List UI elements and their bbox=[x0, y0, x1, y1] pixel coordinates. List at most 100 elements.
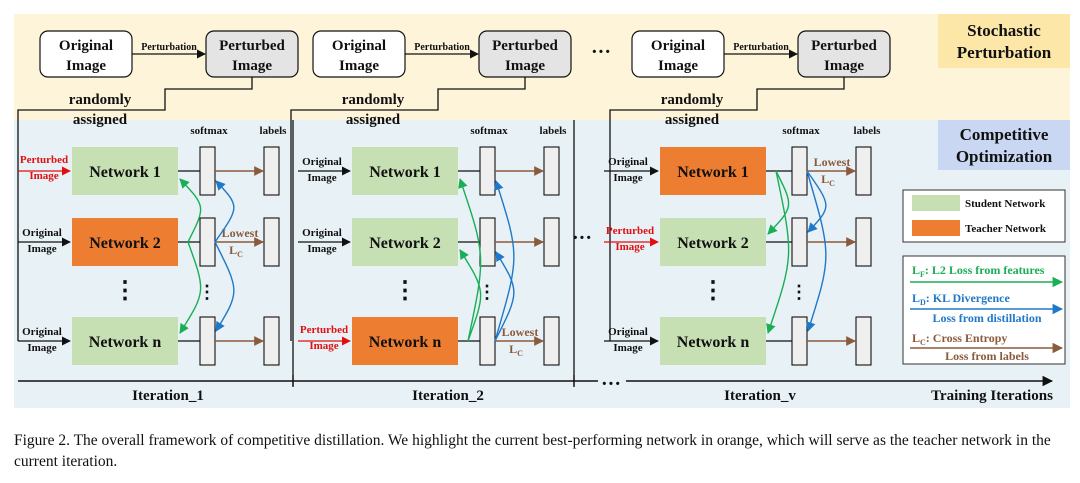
network-ellipsis: ⋮ bbox=[113, 278, 137, 304]
lowest-loss-symbol: LC bbox=[821, 172, 835, 188]
softmax-ellipsis: ⋮ bbox=[790, 282, 808, 302]
perturbation-arrow-label: Perturbation bbox=[414, 42, 470, 53]
legend-teacher-label: Teacher Network bbox=[965, 223, 1047, 235]
iteration-panel-2: OriginalImagePerturbedImagePerturbationr… bbox=[290, 30, 572, 366]
lowest-loss-label: Lowest bbox=[814, 155, 851, 169]
perturbed-image-label: Perturbed bbox=[492, 38, 558, 54]
distillation-loss-arrow bbox=[494, 180, 515, 342]
original-input-label-2: Image bbox=[307, 172, 336, 184]
assign-connector bbox=[290, 77, 526, 341]
network-label: Network 1 bbox=[677, 164, 749, 181]
legend-ld: LD: KL Divergence bbox=[912, 291, 1010, 307]
original-input-label-2: Image bbox=[307, 243, 336, 255]
original-image-label: Original bbox=[332, 38, 386, 54]
label-target bbox=[543, 146, 560, 196]
feature-loss-arrow bbox=[766, 170, 790, 334]
softmax-ellipsis: ⋮ bbox=[198, 282, 216, 302]
network-label: Network 1 bbox=[89, 164, 161, 181]
perturbation-arrow-label: Perturbation bbox=[141, 42, 197, 53]
softmax-output bbox=[199, 316, 216, 366]
perturbation-arrow-label: Perturbation bbox=[733, 42, 789, 53]
legend-ld-sub: Loss from distillation bbox=[932, 311, 1041, 325]
perturbed-image-label-2: Image bbox=[505, 58, 545, 74]
competitive-section-label-bg bbox=[938, 120, 1070, 170]
network-label: Network n bbox=[89, 334, 162, 351]
competitive-section-label: Competitive bbox=[960, 125, 1049, 144]
feature-loss-arrow bbox=[459, 249, 482, 342]
legend-lf: LF: L2 Loss from features bbox=[912, 263, 1045, 279]
assigned-label: assigned bbox=[346, 112, 401, 128]
label-target bbox=[543, 316, 560, 366]
perturbed-image-label: Perturbed bbox=[219, 38, 285, 54]
softmax-output bbox=[791, 146, 808, 196]
softmax-header: softmax bbox=[782, 125, 820, 137]
randomly-label: randomly bbox=[661, 92, 724, 108]
network-label: Network n bbox=[369, 334, 442, 351]
perturbed-input-label: Perturbed bbox=[606, 225, 654, 237]
original-input-label-2: Image bbox=[27, 243, 56, 255]
original-image-label-2: Image bbox=[66, 58, 106, 74]
iteration-panels: OriginalImagePerturbedImagePerturbationr… bbox=[17, 30, 891, 366]
feature-loss-arrow bbox=[767, 170, 790, 235]
randomly-label: randomly bbox=[342, 92, 405, 108]
teacher-network-box bbox=[72, 218, 178, 266]
legend-losses: LF: L2 Loss from features LD: KL Diverge… bbox=[902, 255, 1066, 365]
network-ellipsis: ⋮ bbox=[701, 278, 725, 304]
iteration-panel-1: OriginalImagePerturbedImagePerturbationr… bbox=[17, 30, 299, 366]
feature-loss-arrow bbox=[179, 178, 202, 243]
lowest-loss-label: Lowest bbox=[222, 226, 259, 240]
student-network-box bbox=[352, 218, 458, 266]
lowest-loss-label: Lowest bbox=[502, 325, 539, 339]
distillation-loss-arrow bbox=[494, 251, 515, 342]
perturbation-section-label-bg bbox=[938, 14, 1070, 68]
top-ellipsis: ··· bbox=[591, 41, 611, 63]
original-image-label-2: Image bbox=[339, 58, 379, 74]
original-input-label-2: Image bbox=[613, 342, 642, 354]
perturbed-image-label: Perturbed bbox=[811, 38, 877, 54]
framework-diagram: Stochastic Perturbation Competitive Opti… bbox=[14, 14, 1070, 408]
original-input-label: Original bbox=[608, 326, 648, 338]
perturbed-input-label-2: Image bbox=[309, 340, 338, 352]
perturbed-input-label-2: Image bbox=[615, 241, 644, 253]
lowest-loss-symbol: LC bbox=[509, 342, 523, 358]
label-target bbox=[855, 316, 872, 366]
network-label: Network 1 bbox=[369, 164, 441, 181]
training-iterations-label: Training Iterations bbox=[931, 388, 1053, 404]
original-image-label: Original bbox=[651, 38, 705, 54]
softmax-output bbox=[479, 146, 496, 196]
original-input-label-2: Image bbox=[27, 342, 56, 354]
legend-lc: LC: Cross Entropy bbox=[912, 331, 1007, 347]
teacher-network-box bbox=[660, 147, 766, 195]
softmax-output bbox=[791, 316, 808, 366]
labels-header: labels bbox=[854, 125, 882, 137]
softmax-output bbox=[199, 217, 216, 267]
network-label: Network 2 bbox=[677, 235, 749, 252]
network-label: Network 2 bbox=[89, 235, 161, 252]
teacher-network-box bbox=[352, 317, 458, 365]
distillation-loss-arrow bbox=[806, 170, 827, 332]
label-target bbox=[855, 146, 872, 196]
labels-header: labels bbox=[260, 125, 288, 137]
distillation-loss-arrow bbox=[214, 241, 235, 332]
original-input-label: Original bbox=[302, 227, 342, 239]
student-network-box bbox=[352, 147, 458, 195]
perturbation-section-label: Stochastic bbox=[967, 21, 1041, 40]
axis-ellipsis: ··· bbox=[601, 373, 621, 395]
label-target bbox=[263, 146, 280, 196]
softmax-output bbox=[791, 217, 808, 267]
perturbed-image-label-2: Image bbox=[824, 58, 864, 74]
feature-loss-arrow bbox=[458, 178, 482, 342]
network-ellipsis: ⋮ bbox=[393, 278, 417, 304]
mid-ellipsis: ··· bbox=[572, 227, 592, 249]
labels-header: labels bbox=[540, 125, 568, 137]
original-input-label: Original bbox=[22, 227, 62, 239]
assign-connector bbox=[609, 77, 845, 341]
assigned-label: assigned bbox=[665, 112, 720, 128]
perturbed-image-label-2: Image bbox=[232, 58, 272, 74]
student-network-box bbox=[660, 317, 766, 365]
student-network-box bbox=[72, 317, 178, 365]
lowest-loss-symbol: LC bbox=[229, 243, 243, 259]
legend-student-label: Student Network bbox=[965, 198, 1046, 210]
perturbed-input-label: Perturbed bbox=[20, 154, 68, 166]
softmax-output bbox=[479, 217, 496, 267]
